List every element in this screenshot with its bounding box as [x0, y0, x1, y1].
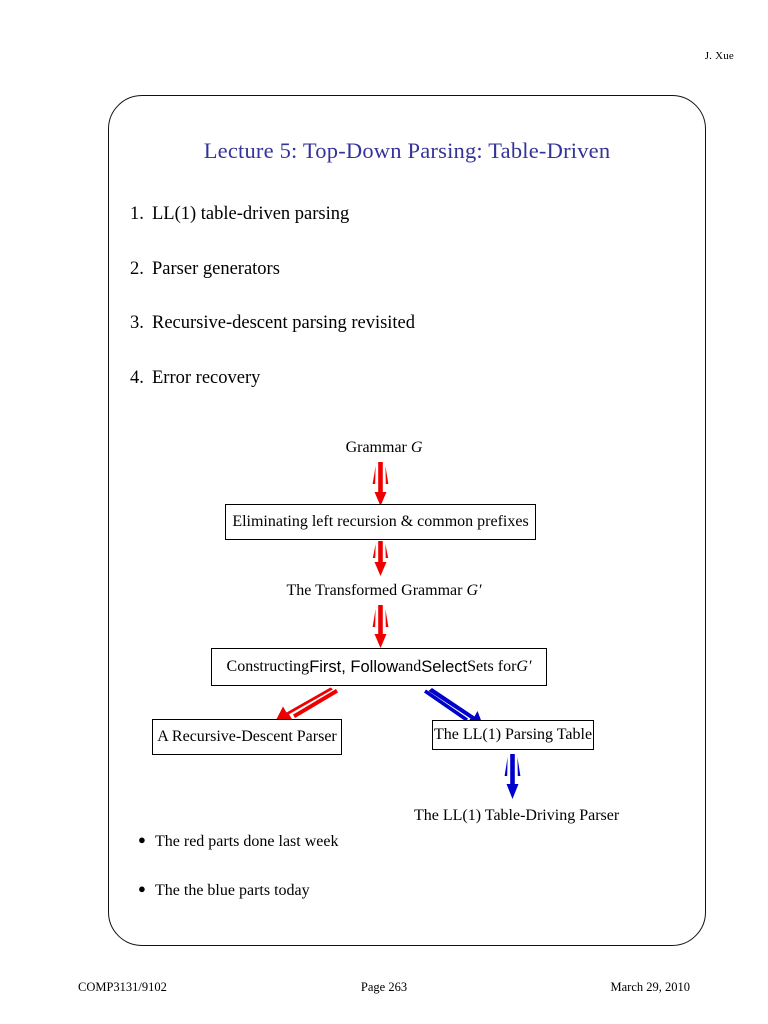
list-item: 4. Error recovery: [130, 367, 650, 388]
footer-page-number: Page 263: [360, 980, 408, 994]
notes-list: ● The red parts done last week ● The the b…: [138, 833, 338, 931]
slide-frame: [108, 95, 706, 946]
list-item-number: 1.: [130, 204, 144, 224]
list-item: 2. Parser generators: [130, 258, 650, 279]
list-item-label: LL(1) table-driven parsing: [152, 204, 350, 224]
note-label: The the blue parts today: [155, 882, 310, 899]
list-item: ● The the blue parts today: [138, 882, 338, 899]
list-item-label: Recursive-descent parsing revisited: [152, 313, 416, 333]
author-label: J. Xue: [704, 50, 734, 62]
list-item-number: 2.: [130, 258, 144, 279]
list-item: ● The red parts done last week: [138, 833, 338, 850]
list-item-number: 4.: [130, 367, 144, 388]
agenda-list: 1. LL(1) table-driven parsing 2. Parser ge…: [130, 205, 650, 423]
bullet-icon: ●: [138, 832, 146, 847]
footer-course-code: COMP3131/9102: [78, 980, 167, 994]
bullet-icon: ●: [138, 881, 146, 896]
note-label: The red parts done last week: [155, 833, 339, 850]
page-title: Lecture 5: Top-Down Parsing: Table-Drive…: [203, 138, 611, 163]
list-item: 1. LL(1) table-driven parsing: [130, 205, 650, 224]
list-item-label: Parser generators: [152, 258, 280, 279]
list-item: 3. Recursive-descent parsing revisited: [130, 314, 650, 333]
footer-date: March 29, 2010: [610, 980, 691, 994]
list-item-label: Error recovery: [152, 367, 261, 388]
list-item-number: 3.: [130, 313, 144, 333]
